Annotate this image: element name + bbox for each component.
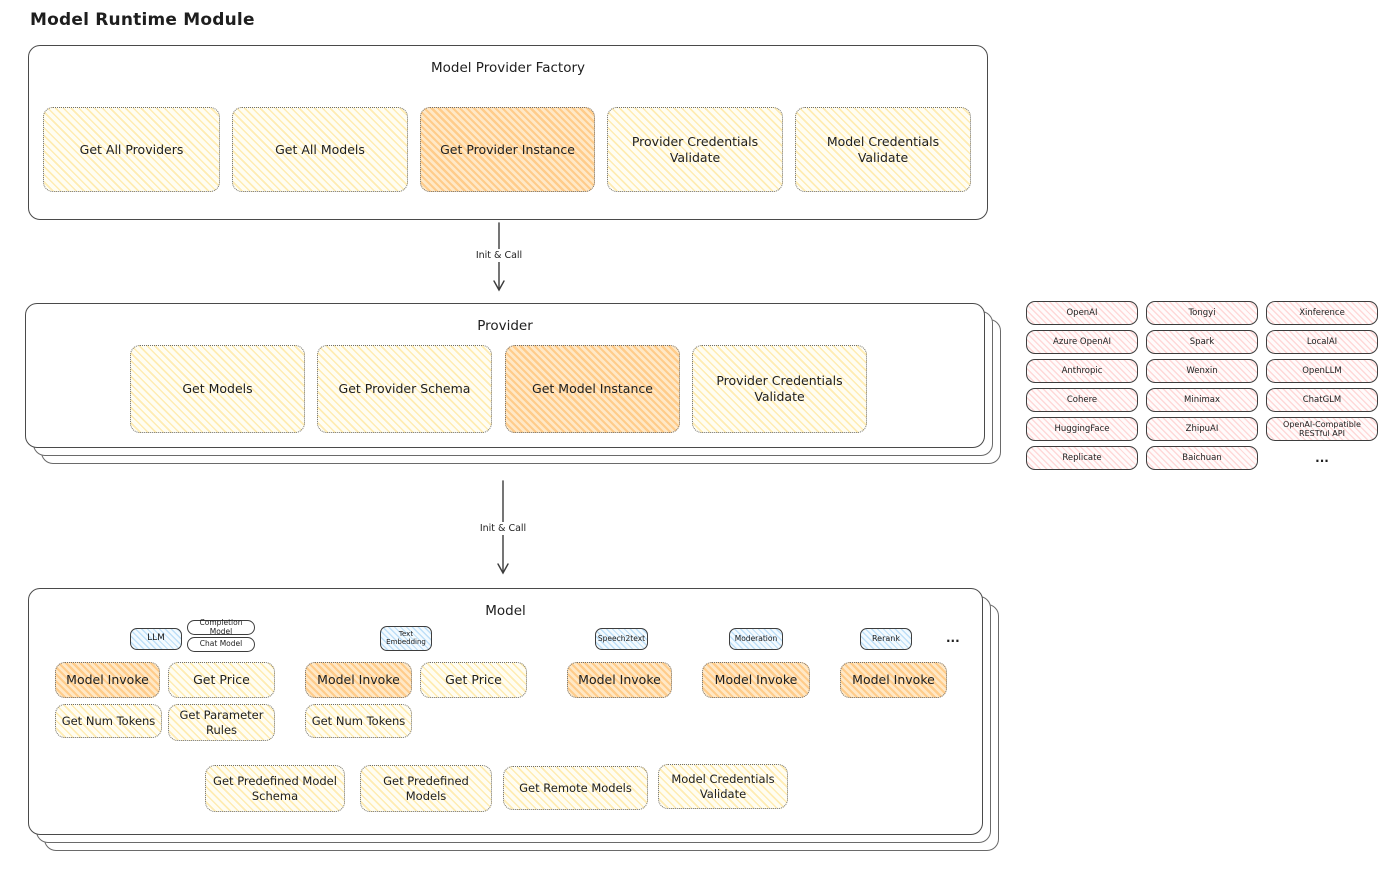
llm-model-invoke-button[interactable]: Model Invoke	[55, 662, 160, 698]
model-type-tag-rerank[interactable]: Rerank	[860, 628, 912, 650]
provider-chip[interactable]: Anthropic	[1026, 359, 1138, 383]
page-title: Model Runtime Module	[30, 10, 255, 30]
rerank-model-invoke-button[interactable]: Model Invoke	[840, 662, 947, 698]
provider-label: Provider	[477, 318, 533, 334]
get-all-providers-button[interactable]: Get All Providers	[43, 107, 220, 192]
init-call-label-2: Init & Call	[471, 522, 535, 535]
model-type-tag-text-embedding[interactable]: Text Embedding	[380, 626, 432, 651]
moderation-model-invoke-button[interactable]: Model Invoke	[702, 662, 810, 698]
provider-credentials-validate-button-2[interactable]: Provider Credentials Validate	[692, 345, 867, 433]
provider-chip[interactable]: Baichuan	[1146, 446, 1258, 470]
text-embedding-model-invoke-button[interactable]: Model Invoke	[305, 662, 412, 698]
model-type-tag-speech2text[interactable]: Speech2text	[595, 628, 648, 650]
model-type-tag-llm[interactable]: LLM	[130, 628, 182, 650]
model-label: Model	[485, 603, 526, 619]
provider-chip-ellipsis: ...	[1315, 451, 1329, 465]
provider-chip[interactable]: ZhipuAI	[1146, 417, 1258, 441]
provider-chip[interactable]: OpenAI	[1026, 301, 1138, 325]
provider-chip-grid: OpenAI Tongyi Xinference Azure OpenAI Sp…	[1026, 301, 1378, 470]
model-credentials-validate-button-2[interactable]: Model Credentials Validate	[658, 764, 788, 809]
provider-credentials-validate-button[interactable]: Provider Credentials Validate	[607, 107, 783, 192]
model-type-tag-moderation[interactable]: Moderation	[729, 628, 783, 650]
provider-chip[interactable]: ChatGLM	[1266, 388, 1378, 412]
provider-chip[interactable]: Replicate	[1026, 446, 1138, 470]
model-types-ellipsis: ...	[946, 631, 960, 645]
get-model-instance-button[interactable]: Get Model Instance	[505, 345, 680, 433]
model-type-tag-completion-model[interactable]: Completion Model	[187, 619, 255, 635]
model-credentials-validate-button[interactable]: Model Credentials Validate	[795, 107, 971, 192]
text-embedding-get-num-tokens-button[interactable]: Get Num Tokens	[305, 704, 412, 738]
provider-chip[interactable]: OpenLLM	[1266, 359, 1378, 383]
provider-chip[interactable]: Spark	[1146, 330, 1258, 354]
get-predefined-models-button[interactable]: Get Predefined Models	[360, 765, 492, 812]
llm-get-num-tokens-button[interactable]: Get Num Tokens	[55, 704, 162, 738]
get-predefined-model-schema-button[interactable]: Get Predefined Model Schema	[205, 765, 345, 812]
llm-get-parameter-rules-button[interactable]: Get Parameter Rules	[168, 704, 275, 741]
provider-chip[interactable]: Cohere	[1026, 388, 1138, 412]
provider-chip[interactable]: Xinference	[1266, 301, 1378, 325]
init-call-label-1: Init & Call	[467, 249, 531, 262]
provider-chip[interactable]: Minimax	[1146, 388, 1258, 412]
provider-chip[interactable]: LocalAI	[1266, 330, 1378, 354]
get-provider-schema-button[interactable]: Get Provider Schema	[317, 345, 492, 433]
speech2text-model-invoke-button[interactable]: Model Invoke	[567, 662, 672, 698]
provider-chip[interactable]: OpenAI-Compatible RESTful API	[1266, 417, 1378, 441]
provider-chip[interactable]: Tongyi	[1146, 301, 1258, 325]
get-all-models-button[interactable]: Get All Models	[232, 107, 408, 192]
provider-chip[interactable]: Azure OpenAI	[1026, 330, 1138, 354]
model-type-tag-chat-model[interactable]: Chat Model	[187, 637, 255, 652]
factory-label: Model Provider Factory	[430, 60, 585, 76]
provider-chip[interactable]: Wenxin	[1146, 359, 1258, 383]
get-remote-models-button[interactable]: Get Remote Models	[503, 766, 648, 810]
get-provider-instance-button[interactable]: Get Provider Instance	[420, 107, 595, 192]
provider-chip[interactable]: HuggingFace	[1026, 417, 1138, 441]
llm-get-price-button[interactable]: Get Price	[168, 662, 275, 698]
get-models-button[interactable]: Get Models	[130, 345, 305, 433]
text-embedding-get-price-button[interactable]: Get Price	[420, 662, 527, 698]
